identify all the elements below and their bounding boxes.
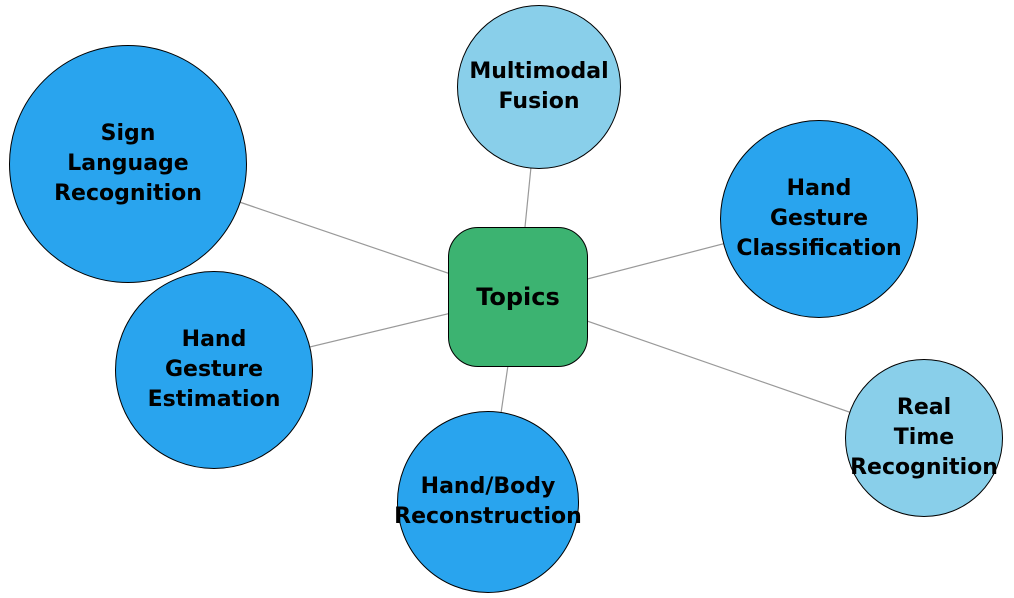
center-node-label: Topics [476, 282, 560, 311]
center-node-topics: Topics [448, 227, 588, 367]
